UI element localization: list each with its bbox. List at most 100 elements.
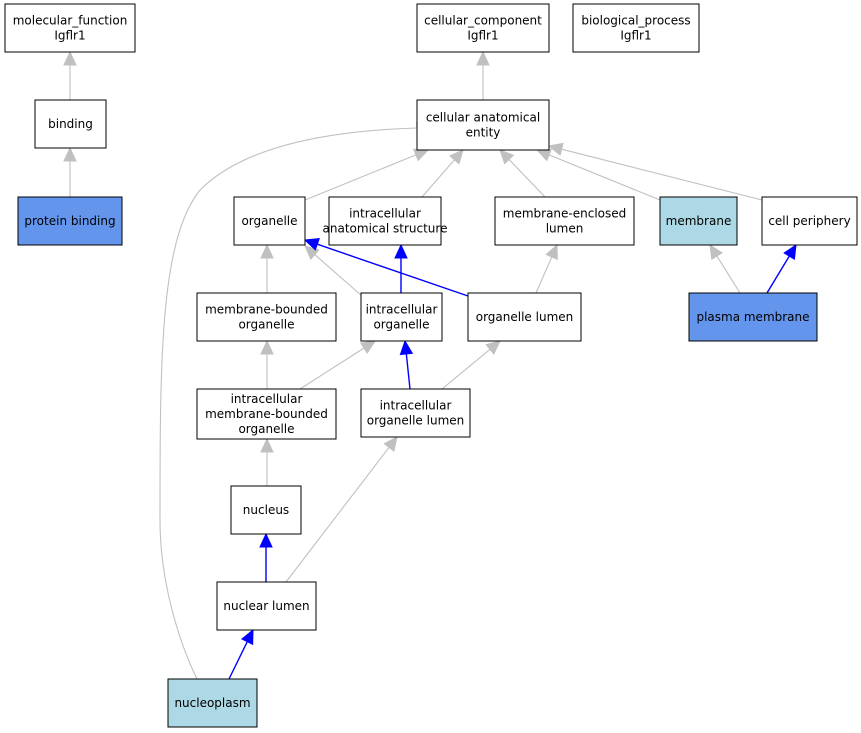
- edge-membrane-to-cae-line: [548, 154, 661, 201]
- edge-cae-to-cc-root: [476, 50, 490, 100]
- node-protein-binding[interactable]: protein binding: [17, 196, 123, 246]
- node-mf-root-box: [4, 3, 136, 53]
- edge-organelle-to-cae: [304, 148, 430, 201]
- node-ias-label-line: intracellular: [349, 207, 421, 221]
- node-nuclear-lumen[interactable]: nuclear lumen: [216, 581, 317, 631]
- edges-layer: [63, 50, 797, 680]
- edge-organelle-to-cae-line: [304, 154, 417, 201]
- node-ias-label-line: anatomical structure: [323, 222, 448, 236]
- edge-nucleoplasm-to-cae-line: [159, 127, 418, 680]
- node-bp-root-label-line: biological_process: [581, 14, 690, 28]
- edge-io-to-organelle-arrowhead: [304, 245, 320, 261]
- node-protein-binding-box: [17, 196, 123, 246]
- edge-iol-to-io-arrowhead: [399, 339, 414, 356]
- node-mf-root-label-line: Igflr1: [54, 29, 85, 43]
- edge-mel-to-cae-arrowhead: [499, 149, 515, 165]
- edge-nucleus-to-imbo: [260, 437, 274, 486]
- node-nucleoplasm-label-line: nucleoplasm: [174, 696, 250, 710]
- node-cell-periphery[interactable]: cell periphery: [761, 196, 858, 246]
- node-mel-label-line: lumen: [546, 222, 584, 236]
- edge-ol-to-organelle: [303, 237, 469, 297]
- edge-nuclear-lumen-to-iol-line: [285, 446, 390, 583]
- node-plasma-membrane-label-line: plasma membrane: [696, 310, 809, 324]
- edge-nuclear-lumen-to-nucleus: [259, 532, 273, 582]
- node-binding[interactable]: binding: [34, 99, 107, 149]
- edge-iol-to-ol-arrowhead: [485, 340, 501, 355]
- edge-ol-to-organelle-line: [317, 243, 469, 297]
- node-protein-binding-label-line: protein binding: [24, 214, 115, 228]
- edge-nucleoplasm-to-nuclear-lumen-arrowhead: [240, 628, 254, 646]
- edge-cell-periphery-to-cae-line: [561, 148, 763, 201]
- edge-plasma-membrane-to-membrane-arrowhead: [709, 243, 723, 261]
- edge-cell-periphery-to-cae: [547, 142, 763, 201]
- edge-plasma-membrane-to-cell-periphery: [766, 243, 797, 294]
- edge-nuclear-lumen-to-iol: [285, 436, 398, 583]
- edge-cell-periphery-to-cae-arrowhead: [547, 142, 564, 156]
- node-ol-box: [467, 292, 582, 342]
- edge-plasma-membrane-to-membrane: [709, 243, 741, 294]
- edge-organelle-to-cae-arrowhead: [412, 148, 430, 162]
- node-ias-box: [328, 196, 442, 246]
- edge-ias-to-cae-arrowhead: [449, 149, 464, 165]
- node-ol[interactable]: organelle lumen: [467, 292, 582, 342]
- node-io-label-line: intracellular: [366, 303, 438, 317]
- edge-io-to-organelle: [304, 245, 363, 297]
- edge-iol-to-io-line: [405, 353, 411, 390]
- edge-plasma-membrane-to-cell-periphery-line: [766, 255, 790, 294]
- edge-mel-to-cae: [499, 149, 546, 198]
- node-cae-label-line: entity: [466, 126, 501, 140]
- node-imbo-box: [196, 388, 337, 440]
- edge-protein-binding-to-binding-arrowhead: [63, 146, 77, 162]
- node-mf-root-label-line: molecular_function: [13, 14, 128, 28]
- node-nuclear-lumen-label-line: nuclear lumen: [223, 599, 309, 613]
- edge-io-to-ias: [394, 243, 408, 293]
- node-membrane[interactable]: membrane: [659, 196, 738, 246]
- node-membrane-box: [659, 196, 738, 246]
- node-plasma-membrane[interactable]: plasma membrane: [688, 292, 818, 342]
- node-io-box: [360, 292, 443, 342]
- node-nucleus[interactable]: nucleus: [230, 485, 302, 535]
- node-io-label-line: organelle: [373, 318, 429, 332]
- node-binding-label-line: binding: [48, 117, 93, 131]
- node-mel-label-line: membrane-enclosed: [503, 207, 627, 221]
- node-organelle[interactable]: organelle: [233, 196, 306, 246]
- node-mbo-label-line: organelle: [238, 318, 294, 332]
- edge-io-to-ias-arrowhead: [394, 243, 408, 259]
- node-mbo-box: [196, 292, 337, 342]
- node-imbo-label-line: organelle: [238, 422, 294, 436]
- nodes-layer: molecular_functionIgflr1cellular_compone…: [4, 3, 858, 728]
- edge-ias-to-cae-line: [421, 159, 455, 198]
- edge-membrane-to-cae-arrowhead: [535, 148, 553, 162]
- edge-binding-to-mf-root: [63, 50, 77, 100]
- node-iol-box: [360, 388, 471, 438]
- node-nucleoplasm[interactable]: nucleoplasm: [167, 678, 258, 728]
- edge-imbo-to-io: [299, 340, 377, 390]
- node-cae-box: [416, 99, 550, 151]
- edge-iol-to-ol-line: [441, 348, 491, 390]
- edge-ol-to-organelle-arrowhead: [303, 237, 320, 251]
- node-cae-label-line: cellular anatomical: [426, 111, 540, 125]
- edge-protein-binding-to-binding: [63, 146, 77, 197]
- edge-plasma-membrane-to-cell-periphery-arrowhead: [783, 243, 797, 261]
- node-cc-root-label-line: Igflr1: [467, 29, 498, 43]
- edge-cae-to-cc-root-arrowhead: [476, 50, 490, 66]
- node-cc-root-box: [416, 3, 550, 53]
- edge-ol-to-mel: [535, 243, 558, 294]
- edge-iol-to-io: [399, 339, 414, 390]
- node-nucleus-box: [230, 485, 302, 535]
- edge-io-to-organelle-line: [314, 254, 363, 297]
- node-ol-label-line: organelle lumen: [476, 310, 574, 324]
- node-organelle-box: [233, 196, 306, 246]
- edge-nuclear-lumen-to-nucleus-arrowhead: [259, 532, 273, 548]
